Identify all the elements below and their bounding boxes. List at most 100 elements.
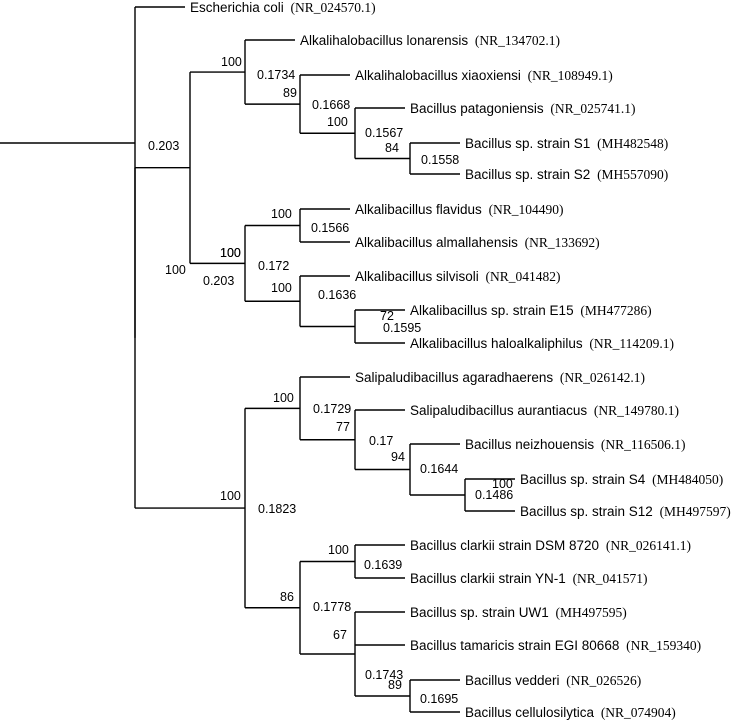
bootstrap-label: 100 [328, 543, 349, 557]
branch-length-label: 0.1567 [365, 126, 403, 140]
taxon-label: Bacillus cellulosilytica (NR_074904) [465, 705, 676, 720]
taxon-label: Alkalihalobacillus lonarensis (NR_134702… [300, 33, 560, 48]
taxon-name: Bacillus sp. strain S1 [465, 136, 594, 151]
taxon-accession: (MH477286) [580, 303, 651, 318]
bootstrap-label: 100 [273, 391, 294, 405]
taxon-name: Bacillus sp. strain S12 [520, 504, 657, 519]
taxon-name: Bacillus cellulosilytica [465, 705, 598, 720]
taxon-accession: (NR_159340) [626, 638, 701, 653]
taxon-name: Alkalibacillus silvisoli [355, 269, 483, 284]
taxon-label: Bacillus tamaricis strain EGI 80668 (NR_… [410, 638, 701, 653]
taxon-label: Bacillus neizhouensis (NR_116506.1) [465, 437, 685, 452]
taxon-name: Alkalibacillus almallahensis [355, 235, 522, 250]
branch-length-label: 0.1734 [257, 68, 295, 82]
taxon-label: Alkalibacillus sp. strain E15 (MH477286) [410, 303, 652, 318]
taxon-accession: (NR_104490) [489, 202, 564, 217]
bootstrap-label: 100 [271, 281, 292, 295]
branch-length-label: 0.1695 [420, 692, 458, 706]
taxon-accession: (NR_026142.1) [560, 370, 645, 385]
taxon-name: Bacillus vedderi [465, 673, 563, 688]
branch-length-label: 0.1668 [312, 98, 350, 112]
taxon-name: Bacillus sp. strain S4 [520, 472, 649, 487]
taxon-name: Bacillus tamaricis strain EGI 80668 [410, 638, 623, 653]
bootstrap-label: 100 [327, 115, 348, 129]
branch-length-label: 0.17 [369, 434, 393, 448]
taxon-accession: (NR_116506.1) [601, 437, 686, 452]
taxon-name: Bacillus neizhouensis [465, 437, 598, 452]
branch-length-label: 0.1639 [364, 558, 402, 572]
taxon-label: Alkalibacillus haloalkaliphilus (NR_1142… [410, 336, 674, 351]
taxon-name: Alkalihalobacillus xiaoxiensi [355, 68, 525, 83]
bootstrap-label: 100 [220, 246, 241, 260]
taxon-label: Salipaludibacillus agaradhaerens (NR_026… [355, 370, 645, 385]
taxon-name: Bacillus patagoniensis [410, 101, 547, 116]
branch-length-label: 0.172 [258, 259, 289, 273]
taxon-accession: (NR_074904) [601, 705, 676, 720]
taxon-label: Bacillus sp. strain S2 (MH557090) [465, 167, 668, 182]
taxon-label: Bacillus sp. strain UW1 (MH497595) [410, 605, 627, 620]
taxon-accession: (MH482548) [597, 136, 668, 151]
bootstrap-label: 94 [391, 450, 405, 464]
branch-length-label: 0.1823 [258, 502, 296, 516]
taxon-accession: (NR_149780.1) [594, 403, 679, 418]
bootstrap-label: 100 [492, 477, 513, 491]
branch-length-label: 0.1486 [475, 488, 513, 502]
taxon-accession: (NR_024570.1) [291, 0, 376, 15]
bootstrap-label: 72 [380, 309, 394, 323]
taxon-accession: (MH497597) [660, 504, 731, 519]
taxon-name: Alkalibacillus sp. strain E15 [410, 303, 577, 318]
taxon-name: Alkalihalobacillus lonarensis [300, 33, 472, 48]
taxon-accession: (NR_108949.1) [528, 68, 613, 83]
taxon-accession: (NR_133692) [525, 235, 600, 250]
bootstrap-label: 86 [280, 590, 294, 604]
branch-length-label: 0.1729 [313, 402, 351, 416]
taxon-accession: (NR_114209.1) [589, 336, 674, 351]
branch-length-label: 0.1595 [383, 321, 421, 335]
bootstrap-label: 100 [165, 263, 186, 277]
bootstrap-label: 100 [220, 246, 241, 260]
taxon-label: Alkalibacillus silvisoli (NR_041482) [355, 269, 561, 284]
taxon-name: Salipaludibacillus agaradhaerens [355, 370, 557, 385]
branch-length-label: 0.1644 [420, 462, 458, 476]
taxon-accession: (NR_026526) [566, 673, 641, 688]
bootstrap-label: 100 [271, 207, 292, 221]
branch-length-label: 0.203 [203, 274, 234, 288]
taxon-accession: (MH484050) [652, 472, 723, 487]
taxon-accession: (MH497595) [556, 605, 627, 620]
taxon-label: Salipaludibacillus aurantiacus (NR_14978… [410, 403, 679, 418]
bootstrap-label: 84 [385, 141, 399, 155]
taxon-name: Bacillus sp. strain S2 [465, 167, 594, 182]
bootstrap-label: 77 [336, 420, 350, 434]
bootstrap-label: 89 [283, 86, 297, 100]
taxon-label: Bacillus sp. strain S4 (MH484050) [520, 472, 723, 487]
bootstrap-label: 67 [333, 628, 347, 642]
taxon-label: Bacillus sp. strain S1 (MH482548) [465, 136, 668, 151]
taxon-label: Bacillus clarkii strain YN-1 (NR_041571) [410, 571, 648, 586]
taxon-accession: (NR_134702.1) [475, 33, 560, 48]
taxon-label: Alkalibacillus flavidus (NR_104490) [355, 202, 564, 217]
branch-length-label: 0.1566 [311, 221, 349, 235]
taxon-name: Alkalibacillus haloalkaliphilus [410, 336, 586, 351]
taxon-name: Bacillus sp. strain UW1 [410, 605, 553, 620]
taxon-accession: (MH557090) [597, 167, 668, 182]
branch-length-label: 0.1636 [318, 288, 356, 302]
bootstrap-label: 100 [221, 55, 242, 69]
taxon-name: Bacillus clarkii strain YN-1 [410, 571, 570, 586]
taxon-accession: (NR_041482) [486, 269, 561, 284]
taxon-label: Bacillus patagoniensis (NR_025741.1) [410, 101, 635, 116]
taxon-label: Alkalihalobacillus xiaoxiensi (NR_108949… [355, 68, 613, 83]
taxon-label: Bacillus vedderi (NR_026526) [465, 673, 641, 688]
bootstrap-label: 89 [388, 678, 402, 692]
branch-length-label: 0.1743 [365, 668, 403, 682]
taxon-accession: (NR_041571) [573, 571, 648, 586]
taxon-label: Bacillus clarkii strain DSM 8720 (NR_026… [410, 538, 691, 553]
taxon-accession: (NR_026141.1) [606, 538, 691, 553]
branch-length-label: 0.1778 [313, 600, 351, 614]
taxon-accession: (NR_025741.1) [550, 101, 635, 116]
taxon-label: Escherichia coli (NR_024570.1) [190, 0, 376, 15]
taxon-name: Salipaludibacillus aurantiacus [410, 403, 591, 418]
taxon-label: Alkalibacillus almallahensis (NR_133692) [355, 235, 600, 250]
taxon-name: Escherichia coli [190, 0, 288, 15]
bootstrap-label: 100 [220, 489, 241, 503]
